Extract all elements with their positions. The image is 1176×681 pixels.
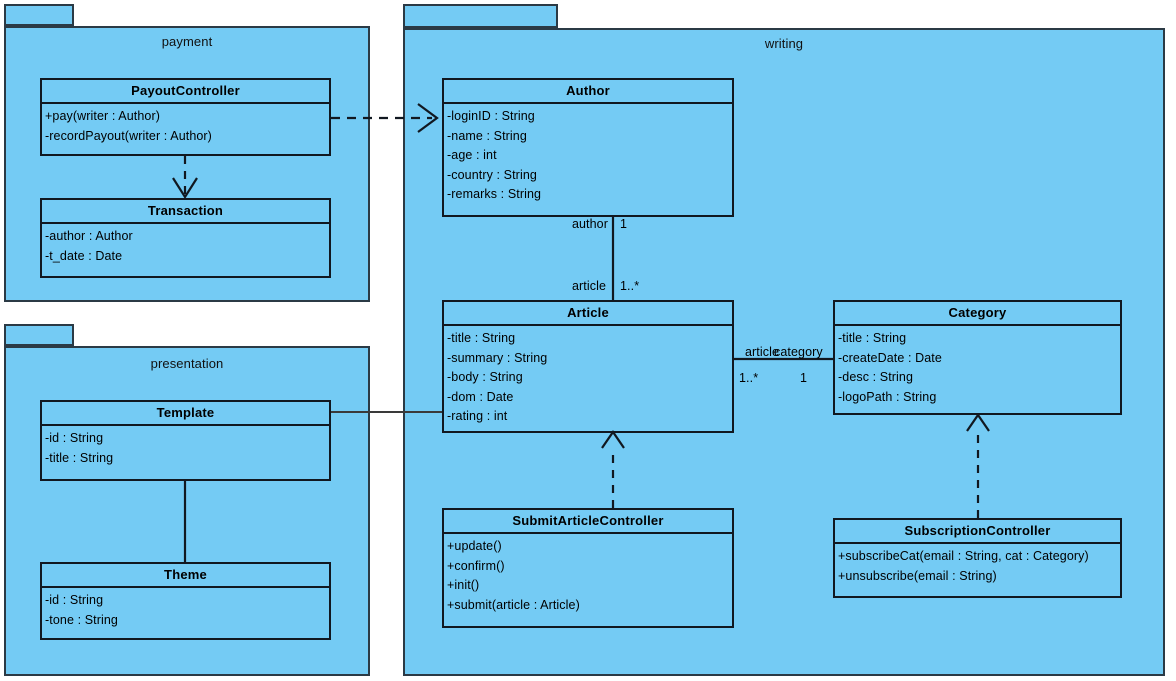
edge-label-category-multiplicity: 1 — [800, 371, 808, 385]
class-member: -summary : String — [447, 350, 548, 365]
class-member: +subscribeCat(email : String, cat : Cate… — [838, 549, 1089, 563]
class-member: -title : String — [45, 450, 114, 465]
class-title-theme: Theme — [42, 564, 329, 588]
class-member: +unsubscribe(email : String) — [838, 568, 997, 583]
class-member: -id : String — [45, 431, 104, 445]
class-member: -name : String — [447, 128, 527, 143]
package-tab-payment — [4, 4, 74, 26]
class-title-transaction: Transaction — [42, 200, 329, 224]
package-label-writing: writing — [764, 36, 804, 51]
class-member: -loginID : String — [447, 109, 535, 123]
class-members-transaction: -author : Author -t_date : Date — [42, 224, 329, 276]
class-title-author: Author — [444, 80, 732, 104]
class-title-template: Template — [42, 402, 329, 426]
class-payout-controller[interactable]: PayoutController +pay(writer : Author) -… — [40, 78, 331, 156]
class-member: +pay(writer : Author) — [45, 109, 160, 123]
class-members-article: -title : String -summary : String -body … — [444, 326, 732, 431]
edge-label-category-role: category — [774, 345, 823, 359]
package-label-payment: payment — [161, 34, 213, 49]
class-members-template: -id : String -title : String — [42, 426, 329, 479]
package-tab-writing — [403, 4, 558, 28]
class-member: -age : int — [447, 148, 497, 163]
class-member: -logoPath : String — [838, 389, 937, 404]
class-member: -rating : int — [447, 409, 508, 424]
class-article[interactable]: Article -title : String -summary : Strin… — [442, 300, 734, 433]
package-tab-presentation — [4, 324, 74, 346]
class-member: -remarks : String — [447, 187, 542, 202]
class-member: +confirm() — [447, 558, 505, 573]
class-author[interactable]: Author -loginID : String -name : String … — [442, 78, 734, 217]
class-member: -id : String — [45, 593, 104, 607]
edge-label-article-multiplicity: 1..* — [620, 279, 640, 293]
class-member: -dom : Date — [447, 389, 514, 404]
edge-label-author-role: author — [571, 217, 608, 231]
class-member: -title : String — [447, 331, 516, 345]
class-member: -recordPayout(writer : Author) — [45, 128, 212, 143]
class-title-submit-article-controller: SubmitArticleController — [444, 510, 732, 534]
class-member: -body : String — [447, 370, 523, 385]
class-members-submit-article-controller: +update() +confirm() +init() +submit(art… — [444, 534, 732, 626]
class-members-theme: -id : String -tone : String — [42, 588, 329, 638]
class-member: -country : String — [447, 167, 537, 182]
class-member: -t_date : Date — [45, 248, 123, 263]
class-members-category: -title : String -createDate : Date -desc… — [835, 326, 1120, 413]
class-members-subscription-controller: +subscribeCat(email : String, cat : Cate… — [835, 544, 1120, 596]
class-submit-article-controller[interactable]: SubmitArticleController +update() +confi… — [442, 508, 734, 628]
class-title-category: Category — [835, 302, 1120, 326]
edge-label-article-multiplicity-2: 1..* — [739, 371, 759, 385]
class-transaction[interactable]: Transaction -author : Author -t_date : D… — [40, 198, 331, 278]
class-member: -desc : String — [838, 370, 914, 385]
class-members-payout-controller: +pay(writer : Author) -recordPayout(writ… — [42, 104, 329, 154]
class-title-subscription-controller: SubscriptionController — [835, 520, 1120, 544]
class-member: +update() — [447, 539, 502, 553]
class-member: -author : Author — [45, 229, 133, 243]
edge-label-author-multiplicity: 1 — [620, 217, 628, 231]
class-theme[interactable]: Theme -id : String -tone : String — [40, 562, 331, 640]
class-member: -createDate : Date — [838, 350, 942, 365]
class-category[interactable]: Category -title : String -createDate : D… — [833, 300, 1122, 415]
class-title-article: Article — [444, 302, 732, 326]
class-member: -tone : String — [45, 612, 118, 627]
class-member: +init() — [447, 578, 480, 593]
class-members-author: -loginID : String -name : String -age : … — [444, 104, 732, 215]
class-member: -title : String — [838, 331, 907, 345]
edge-label-article-role-2: article — [744, 345, 779, 359]
class-member: +submit(article : Article) — [447, 597, 580, 612]
class-template[interactable]: Template -id : String -title : String — [40, 400, 331, 481]
class-subscription-controller[interactable]: SubscriptionController +subscribeCat(ema… — [833, 518, 1122, 598]
edge-label-article-role: article — [571, 279, 606, 293]
class-title-payout-controller: PayoutController — [42, 80, 329, 104]
package-label-presentation: presentation — [150, 356, 224, 371]
